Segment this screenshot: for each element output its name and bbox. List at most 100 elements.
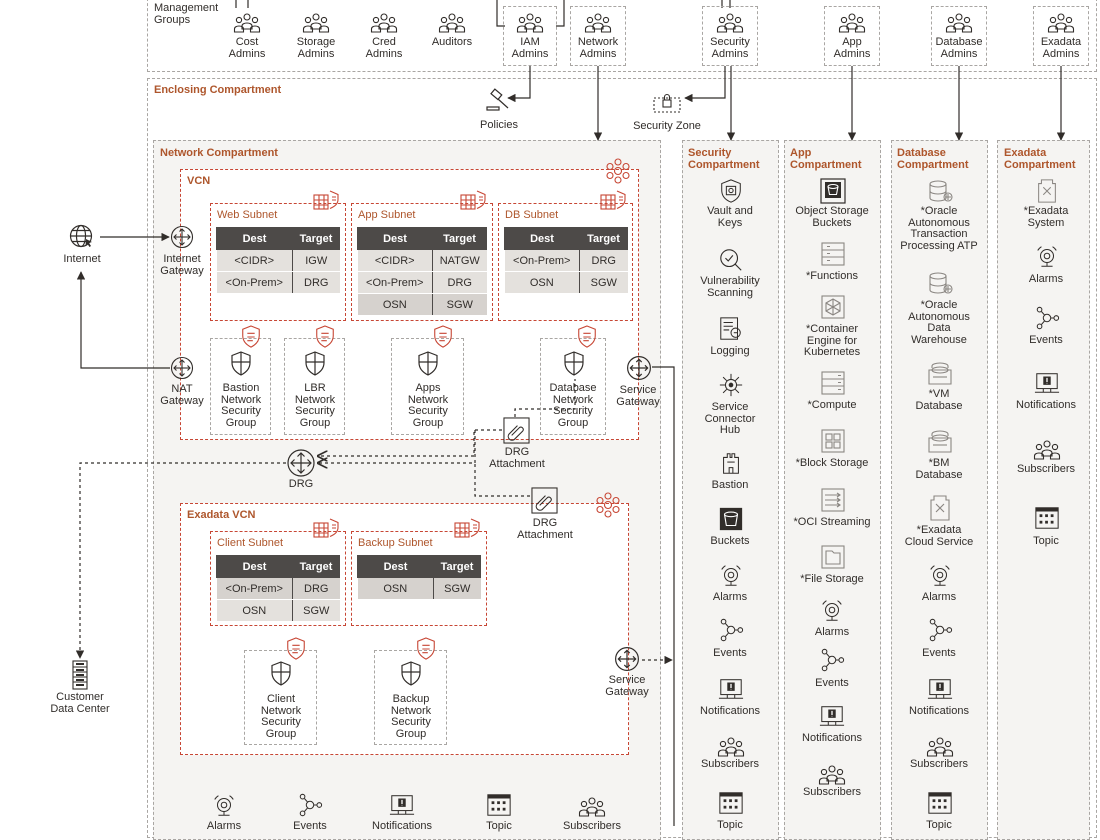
table-header: Dest xyxy=(357,555,434,578)
vulnerability-scanning-label: Vulnerability Scanning xyxy=(700,275,760,299)
db-subnet-box xyxy=(498,203,633,321)
table-cell: <On-Prem> xyxy=(216,577,293,600)
client-nsg-label: Client Network Security Group xyxy=(260,693,302,740)
table-cell: SGW xyxy=(579,271,628,294)
vcn-service-gateway-label: Service Gateway xyxy=(616,384,660,408)
table-cell: DRG xyxy=(432,271,487,294)
notifications-icon xyxy=(927,676,953,702)
service-connector-hub-label: Service Connector Hub xyxy=(704,401,756,436)
database-alarms-label: Alarms xyxy=(921,591,957,603)
table-cell: IGW xyxy=(292,249,340,272)
subscribers-icon xyxy=(817,764,847,788)
table-row: <On-Prem>DRG xyxy=(216,271,340,294)
database-nsg-label: Database Network Security Group xyxy=(549,382,597,429)
cred-admins-group-icon xyxy=(369,12,399,36)
network-compartment-title: Network Compartment xyxy=(160,147,278,159)
security-admins-box xyxy=(702,6,758,66)
cost-admins-label: Cost Admins xyxy=(228,36,266,60)
app-subnet-box xyxy=(351,203,493,321)
compute-label: *Compute xyxy=(807,399,857,411)
database-compartment xyxy=(891,140,988,840)
table-row: <On-Prem>DRG xyxy=(216,577,340,600)
events-icon xyxy=(718,617,744,643)
app-admins-box xyxy=(824,6,880,66)
table-header: Target xyxy=(292,227,340,250)
security-zone-label: Security Zone xyxy=(633,120,701,132)
table-cell: <On-Prem> xyxy=(504,249,580,272)
table-row: <CIDR>IGW xyxy=(216,249,340,272)
notifications-icon xyxy=(1034,370,1060,396)
app-compartment-title: App Compartment xyxy=(790,147,862,171)
web-subnet-box xyxy=(210,203,346,321)
table-cell: <On-Prem> xyxy=(216,271,293,294)
notifications-icon xyxy=(389,792,415,818)
security-admins-group-icon xyxy=(715,12,745,36)
apps-nsg-label: Apps Network Security Group xyxy=(407,382,449,429)
streaming-icon xyxy=(819,486,847,514)
notifications-icon xyxy=(819,703,845,729)
exadata-vcn-title: Exadata VCN xyxy=(187,509,256,521)
exadata-service-gateway-label: Service Gateway xyxy=(605,674,649,698)
network-notifications-label: Notifications xyxy=(372,820,432,832)
enclosing-compartment-title: Enclosing Compartment xyxy=(154,84,282,96)
exadata-vcn-box xyxy=(180,503,629,755)
client-subnet-title: Client Subnet xyxy=(217,537,284,549)
network-alarms-label: Alarms xyxy=(206,820,242,832)
backup-nsg-box xyxy=(374,650,447,745)
exadata-system-label: *Exadata System xyxy=(1023,205,1069,229)
cost-admins-group-icon xyxy=(232,12,262,36)
subscribers-icon xyxy=(577,796,607,820)
lbr-nsg-label: LBR Network Security Group xyxy=(294,382,336,429)
lock-icon xyxy=(652,90,682,114)
table-row: <CIDR>NATGW xyxy=(357,249,487,272)
vm-database-label: *VM Database xyxy=(915,388,963,412)
management-groups-title: Management Groups xyxy=(154,2,219,26)
backup-subnet-title: Backup Subnet xyxy=(358,537,433,549)
functions-icon xyxy=(819,240,847,268)
table-cell: <On-Prem> xyxy=(357,271,433,294)
exadata-admins-box xyxy=(1033,6,1089,66)
exadata-events-label: Events xyxy=(1029,334,1063,346)
app-alarms-label: Alarms xyxy=(814,626,850,638)
exadata-subscribers-label: Subscribers xyxy=(1016,463,1076,475)
alarm-icon xyxy=(211,792,237,818)
drg-attachment-icon xyxy=(531,487,558,514)
auditors-group-icon xyxy=(437,12,467,36)
database-notifications-label: Notifications xyxy=(909,705,969,717)
table-cell: DRG xyxy=(292,271,340,294)
app-admins-label: App Admins xyxy=(833,36,871,60)
events-icon xyxy=(927,617,953,643)
network-admins-group-icon xyxy=(583,12,613,36)
table-cell: <CIDR> xyxy=(357,249,433,272)
subscribers-icon xyxy=(716,736,746,760)
internet-label: Internet xyxy=(63,253,101,265)
exadata-topic-label: Topic xyxy=(1033,535,1059,547)
exadata-admins-group-icon xyxy=(1046,12,1076,36)
security-topic-label: Topic xyxy=(717,819,743,831)
object-storage-bucket-icon xyxy=(819,177,847,205)
bastion-icon xyxy=(718,450,744,476)
nat-gateway-label: NAT Gateway xyxy=(160,383,204,407)
table-header: Target xyxy=(432,227,487,250)
database-compartment-title: Database Compartment xyxy=(897,147,969,171)
topic-icon xyxy=(1034,505,1060,531)
vulnerability-scanning-icon xyxy=(718,247,744,273)
iam-admins-group-icon xyxy=(515,12,545,36)
app-admins-group-icon xyxy=(837,12,867,36)
database-admins-box xyxy=(931,6,987,66)
service-connector-hub-icon xyxy=(718,372,744,398)
vcn-title: VCN xyxy=(187,175,211,187)
internet-gateway-icon xyxy=(170,225,194,249)
security-admins-label: Security Admins xyxy=(710,36,750,60)
file-storage-label: *File Storage xyxy=(800,573,864,585)
app-notifications-label: Notifications xyxy=(802,732,862,744)
bastion-nsg-label: Bastion Network Security Group xyxy=(220,382,262,429)
vcn-drg-attachment-label: DRG Attachment xyxy=(489,446,545,470)
events-icon xyxy=(297,792,323,818)
table-row: <On-Prem>DRG xyxy=(504,249,628,272)
